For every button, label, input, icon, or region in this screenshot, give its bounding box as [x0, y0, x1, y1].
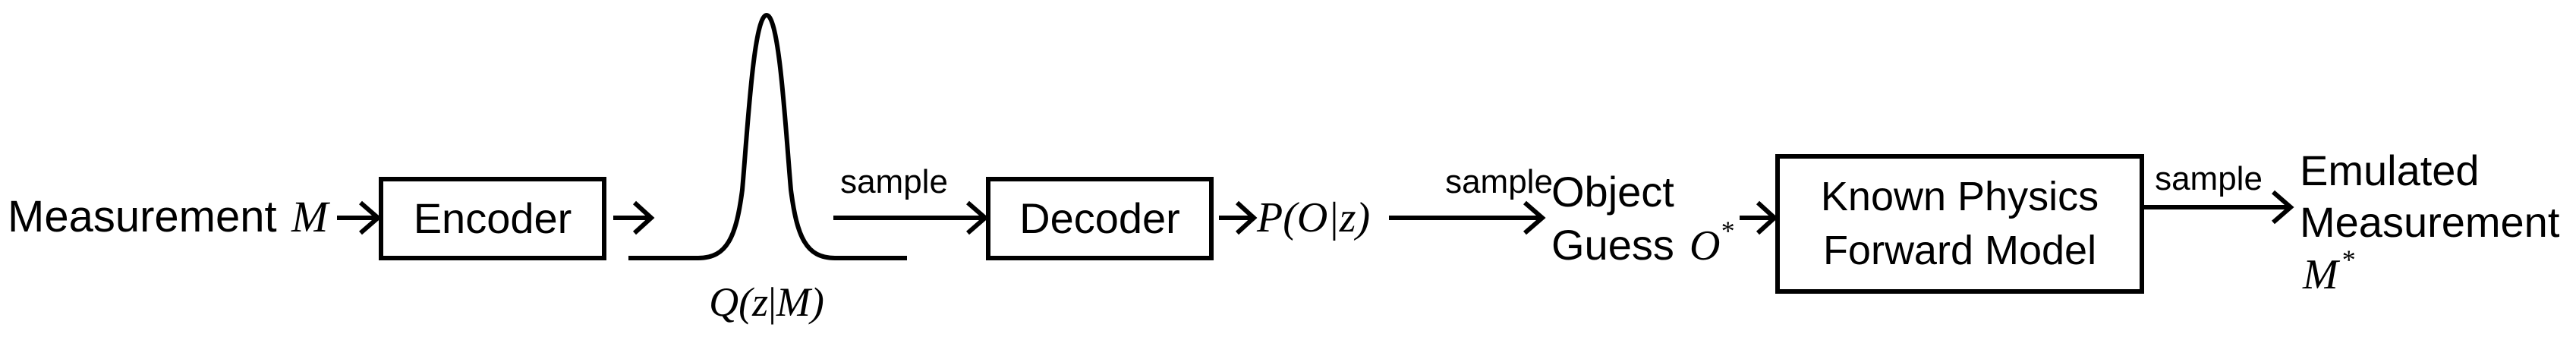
decoder-label: Decoder — [1019, 194, 1180, 242]
arrow-latent-to-decoder: sample — [833, 163, 989, 235]
arrow-encoder-to-latent — [613, 200, 655, 235]
arrow-decoder-to-output — [1219, 200, 1258, 235]
edge-label-sample-2: sample — [1445, 163, 1553, 200]
arrow-output-to-object-guess: sample — [1389, 163, 1553, 235]
decoder-output-label: P(O|z) — [1256, 194, 1370, 241]
emulated-measurement-symbol: M — [2302, 251, 2341, 298]
encoder-label: Encoder — [414, 194, 572, 242]
latent-label-text: Q(z|M) — [709, 279, 824, 325]
emulated-measurement-superscript: * — [2341, 244, 2354, 275]
emulated-measurement-line2: Measurement — [2300, 198, 2560, 246]
decoder-box: Decoder — [986, 177, 1214, 260]
object-guess-line1: Object — [1551, 168, 1674, 216]
arrow-input-to-encoder — [337, 200, 382, 235]
arrow-physics-to-output: sample — [2142, 160, 2294, 225]
input-label: Measurement M — [8, 192, 330, 241]
emulated-measurement-line1: Emulated — [2300, 146, 2480, 194]
object-guess-superscript: * — [1720, 216, 1734, 246]
edge-label-sample-3: sample — [2155, 160, 2263, 197]
arrow-object-to-physics — [1740, 200, 1778, 235]
physics-model-line1: Known Physics — [1821, 174, 2099, 219]
object-guess-label: Object Guess O * — [1551, 168, 1734, 269]
physics-model-box: Known Physics Forward Model — [1775, 154, 2144, 294]
input-label-text: Measurement — [8, 192, 277, 241]
input-symbol: M — [291, 192, 330, 241]
object-guess-line2: Guess — [1551, 221, 1674, 269]
edge-label-sample-1: sample — [840, 163, 948, 200]
emulated-measurement-label: Emulated Measurement M * — [2300, 146, 2560, 298]
physics-model-line2: Forward Model — [1823, 228, 2096, 273]
encoder-box: Encoder — [379, 177, 606, 260]
latent-label: Q(z|M) — [709, 279, 824, 325]
latent-distribution-curve — [628, 12, 907, 260]
object-guess-symbol: O — [1690, 222, 1720, 269]
